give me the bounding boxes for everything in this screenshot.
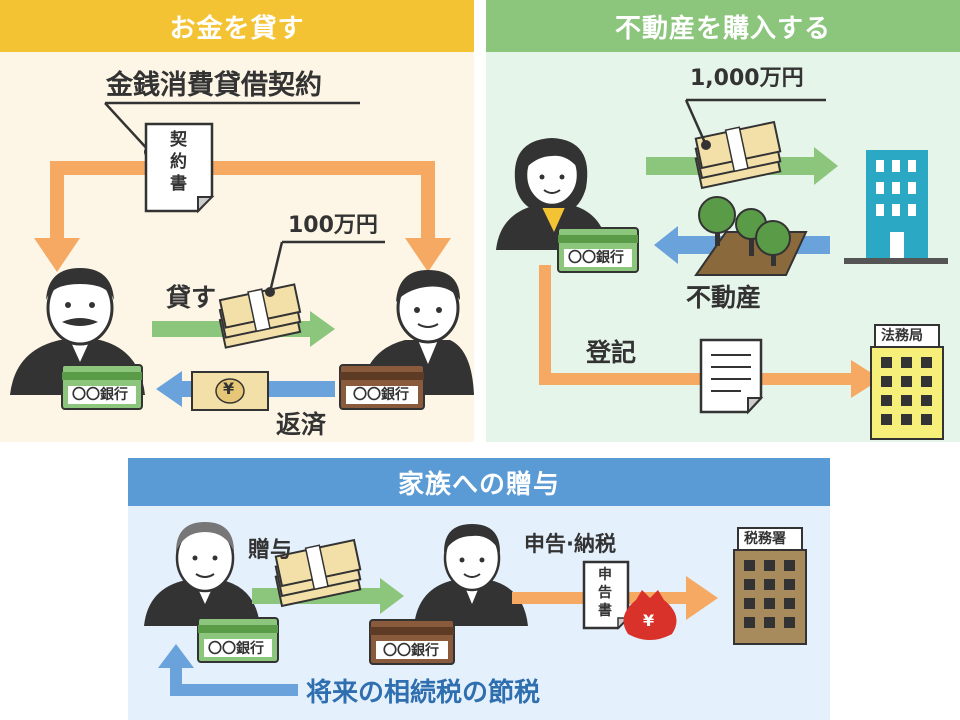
contract-doc-char-2: 約 [170, 152, 187, 172]
amount-label: 1,000万円 [690, 66, 804, 91]
gift-panel: 家族への贈与 [128, 458, 830, 720]
property-panel: 不動産を購入する [486, 0, 960, 442]
lend-panel-graphics [10, 101, 474, 411]
report-doc-char-2: 告 [598, 585, 612, 601]
contract-doc-char-1: 契 [170, 130, 187, 150]
money-bundle-icon [218, 283, 302, 349]
person-icon [144, 522, 260, 626]
money-bundle-icon [274, 538, 362, 608]
gift-label: 贈与 [248, 538, 293, 563]
gift-panel-title: 家族への贈与 [128, 458, 830, 506]
contract-arrows [34, 161, 451, 272]
future-savings-arrow [158, 644, 298, 696]
bank-passbook-icon [339, 364, 425, 410]
registration-label: 登記 [586, 338, 637, 367]
property-panel-title: 不動産を購入する [486, 0, 960, 52]
repay-label: 返済 [276, 410, 327, 439]
bank-label: 〇〇銀行 [208, 641, 264, 657]
report-label: 申告·納税 [524, 532, 616, 556]
document-icon [699, 338, 764, 415]
bank-passbook-icon [557, 227, 639, 273]
tax-office-label: 税務署 [744, 531, 786, 547]
money-bag-yen: ¥ [643, 611, 655, 630]
bank-passbook-icon [369, 619, 455, 665]
contract-document-icon [144, 122, 215, 214]
amount-label: 100万円 [288, 213, 378, 238]
land-trees-icon [694, 196, 808, 276]
contract-doc-char-3: 書 [170, 174, 187, 194]
legal-office-label: 法務局 [881, 328, 923, 344]
yen-symbol: ¥ [223, 379, 235, 398]
report-doc-char-1: 申 [598, 567, 612, 583]
lend-label: 貸す [166, 283, 217, 312]
lend-panel-title: お金を貸す [0, 0, 474, 52]
bank-label: 〇〇銀行 [568, 250, 624, 266]
bank-passbook-icon [61, 364, 143, 410]
yen-bill-icon [191, 371, 269, 411]
property-panel-graphics [496, 98, 948, 440]
bank-passbook-icon [197, 617, 279, 663]
report-doc-char-3: 書 [598, 603, 612, 619]
contract-label: 金銭消費貸借契約 [106, 70, 322, 101]
lend-panel: お金を貸す [0, 0, 474, 442]
person-icon [414, 524, 528, 626]
money-bag-icon [623, 590, 677, 640]
registration-arrow [539, 265, 881, 398]
property-label: 不動産 [686, 283, 762, 312]
building-icon [844, 150, 948, 264]
money-bundle-icon [694, 120, 782, 190]
bank-label: 〇〇銀行 [383, 643, 439, 659]
legal-office-icon [870, 324, 944, 440]
bank-label: 〇〇銀行 [72, 387, 128, 403]
gift-panel-graphics [144, 522, 807, 696]
tax-savings-footer: 将来の相続税の節税 [306, 678, 541, 708]
tax-office-icon [733, 527, 807, 645]
bank-label: 〇〇銀行 [353, 387, 409, 403]
